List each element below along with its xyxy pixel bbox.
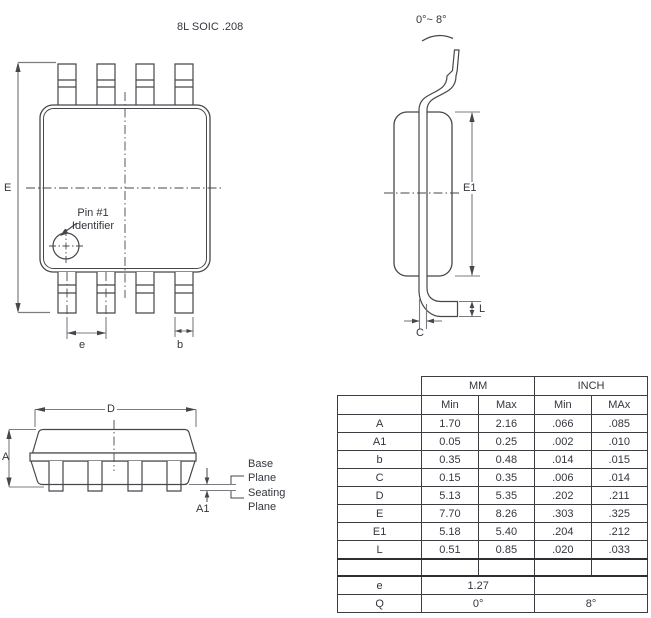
table-cell [336, 395, 423, 415]
minmax-header-row: Min Max Min MAx [336, 395, 649, 415]
col-header: Max [477, 395, 536, 415]
value-cell: .202 [534, 486, 592, 505]
dim-cell: Q [336, 594, 423, 613]
value-cell: 0.85 [477, 540, 536, 560]
value-cell: .014 [590, 468, 649, 487]
table-cell [338, 377, 422, 396]
drawing-title: 8L SOIC .208 [177, 21, 244, 33]
value-cell: .033 [590, 540, 649, 560]
table-cell [590, 558, 649, 577]
value-cell: 5.40 [477, 522, 536, 541]
value-cell: .002 [534, 432, 592, 451]
unit-header-row: MM INCH [338, 376, 648, 396]
dim-label-b: b [177, 339, 184, 351]
dim-cell: L [336, 540, 423, 560]
value-cell: .015 [590, 450, 649, 469]
table-row: A1 0.05 0.25 .002 .010 [336, 432, 649, 451]
col-header: Min [534, 395, 592, 415]
value-cell: 1.70 [421, 414, 479, 433]
table-cell [336, 558, 423, 577]
table-row: A 1.70 2.16 .066 .085 [336, 414, 649, 433]
front-view-drawing [6, 407, 244, 502]
dim-cell: D [336, 486, 423, 505]
value-cell: 8° [534, 594, 648, 613]
top-view-drawing [15, 61, 224, 339]
value-cell: .325 [590, 504, 649, 523]
table-row: C 0.15 0.35 .006 .014 [336, 468, 649, 487]
value-cell: .014 [534, 450, 592, 469]
table-cell [477, 558, 536, 577]
table-cell [534, 558, 592, 577]
table-row: D 5.13 5.35 .202 .211 [336, 486, 649, 505]
value-cell: 0.48 [477, 450, 536, 469]
value-cell: .066 [534, 414, 592, 433]
table-row: b 0.35 0.48 .014 .015 [336, 450, 649, 469]
value-cell [534, 575, 648, 595]
value-cell: .303 [534, 504, 592, 523]
table-cell [421, 558, 479, 577]
angle-row: Q 0° 8° [336, 594, 648, 613]
unit-header-mm: MM [421, 376, 536, 396]
value-cell: .212 [590, 522, 649, 541]
value-cell: 2.16 [477, 414, 536, 433]
dim-label-A1: A1 [196, 503, 210, 515]
value-cell: .010 [590, 432, 649, 451]
table-row: L 0.51 0.85 .020 .033 [336, 540, 649, 560]
dim-label-E: E [4, 182, 12, 194]
unit-header-inch: INCH [534, 376, 648, 396]
value-cell: 5.35 [477, 486, 536, 505]
value-cell: .204 [534, 522, 592, 541]
value-cell: 5.18 [421, 522, 479, 541]
value-cell: 1.27 [421, 575, 536, 595]
dim-cell: A [336, 414, 423, 433]
spacer-row [336, 558, 649, 577]
dim-label-A: A [2, 451, 10, 463]
value-cell: 0.05 [421, 432, 479, 451]
dim-label-L: L [479, 303, 486, 315]
value-cell: 0.35 [421, 450, 479, 469]
value-cell: 5.13 [421, 486, 479, 505]
dim-cell: E1 [336, 522, 423, 541]
value-cell: .006 [534, 468, 592, 487]
value-cell: 8.26 [477, 504, 536, 523]
value-cell: 7.70 [421, 504, 479, 523]
value-cell: 0.35 [477, 468, 536, 487]
value-cell: 0.51 [421, 540, 479, 560]
value-cell: .211 [590, 486, 649, 505]
lead-angle-label: 0°~ 8° [416, 14, 447, 26]
dim-label-E1: E1 [461, 182, 479, 194]
dim-label-e: e [79, 339, 86, 351]
table-row: E 7.70 8.26 .303 .325 [336, 504, 649, 523]
dim-cell: b [336, 450, 423, 469]
value-cell: 0° [421, 594, 536, 613]
dim-label-C: C [416, 327, 424, 339]
dim-label-D: D [105, 403, 117, 415]
col-header: MAx [590, 395, 649, 415]
dim-cell: A1 [336, 432, 423, 451]
dim-cell: e [336, 575, 423, 595]
side-view-drawing [384, 34, 481, 329]
pitch-row: e 1.27 [336, 575, 648, 595]
dimension-table: MM INCH Min Max Min MAx A 1.70 2.16 .066… [336, 376, 649, 613]
table-row: E1 5.18 5.40 .204 .212 [336, 522, 649, 541]
value-cell: .020 [534, 540, 592, 560]
value-cell: .085 [590, 414, 649, 433]
dim-cell: E [336, 504, 423, 523]
value-cell: 0.25 [477, 432, 536, 451]
value-cell: 0.15 [421, 468, 479, 487]
col-header: Min [421, 395, 479, 415]
dim-cell: C [336, 468, 423, 487]
